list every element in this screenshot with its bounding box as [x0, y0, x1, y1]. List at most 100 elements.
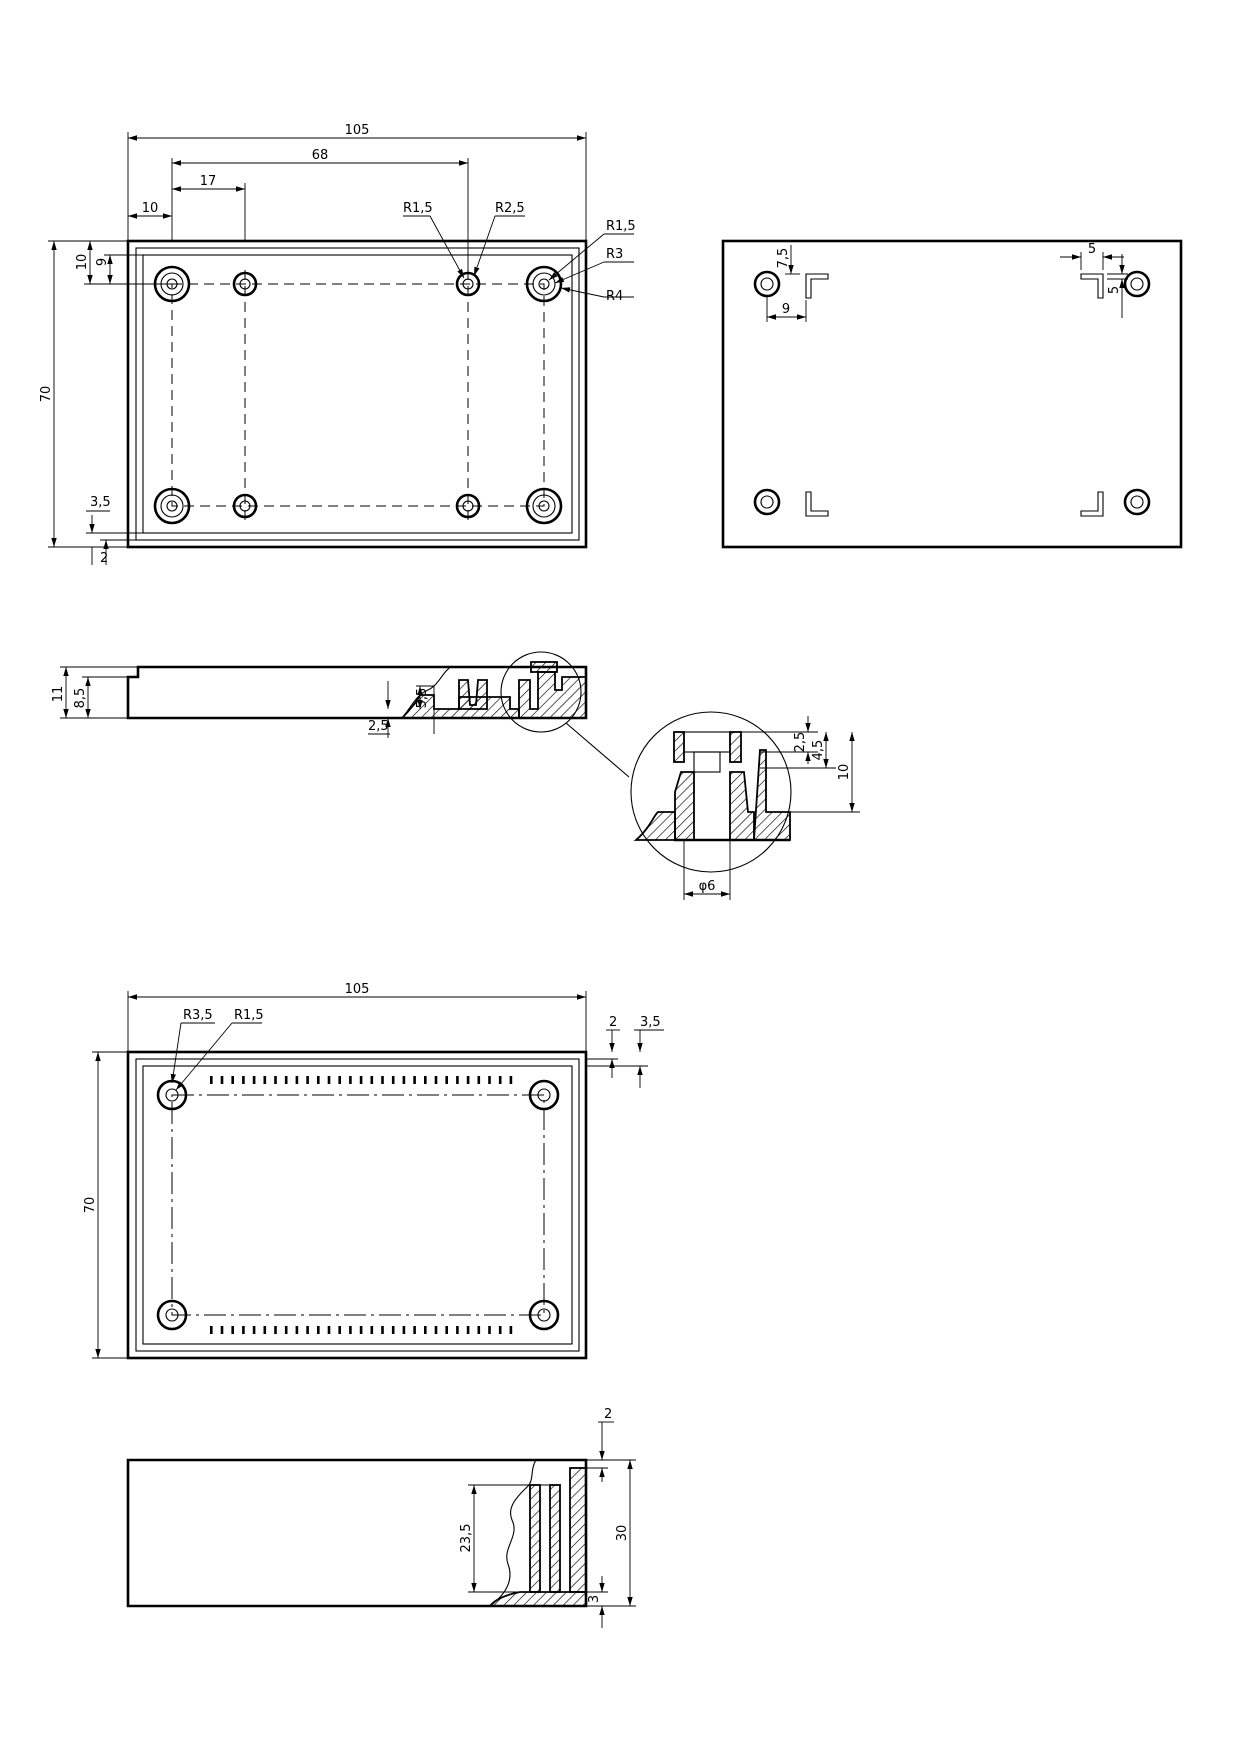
- vent-slot: [466, 1076, 470, 1084]
- corner-rib: [805, 273, 829, 299]
- vent-slot: [434, 1076, 438, 1084]
- inner-boss: [232, 493, 258, 519]
- label-r15: R1,5: [234, 1008, 264, 1023]
- base-side-section: 23,5 2 30 3: [126, 1407, 636, 1628]
- vent-slot: [359, 1076, 363, 1084]
- dim-d45: 4,5: [811, 740, 826, 761]
- dim-5-b: 5: [1107, 286, 1122, 294]
- dim-h85: 8,5: [73, 688, 88, 709]
- corner-boss: [153, 487, 191, 525]
- dim-h11: 11: [51, 686, 66, 703]
- vent-slot: [327, 1076, 331, 1084]
- vent-slot: [327, 1326, 331, 1334]
- label-r-corner-mid: R3: [606, 247, 623, 262]
- vent-slot: [317, 1076, 320, 1084]
- vent-slot: [498, 1326, 502, 1334]
- vent-slot: [509, 1076, 513, 1084]
- vent-slot: [220, 1326, 224, 1334]
- dim-width: 70: [39, 386, 54, 403]
- dim-9: 9: [782, 302, 790, 317]
- top-view-lid: 105 68 17 10 R1,5 R2,5 R1,5 R3 R4 70 1: [39, 123, 636, 566]
- vent-slot: [477, 1326, 481, 1334]
- vent-slot: [359, 1326, 363, 1334]
- corner-boss: [528, 1079, 560, 1111]
- corner-rib: [1080, 491, 1104, 517]
- dim-w2: 2: [609, 1015, 617, 1030]
- vent-slot: [210, 1076, 213, 1084]
- corner-boss: [156, 1299, 188, 1331]
- vent-slots-bottom: [210, 1326, 513, 1334]
- vent-slot: [242, 1076, 245, 1084]
- dim-h25: 2,5: [368, 719, 389, 734]
- vent-slot: [263, 1326, 267, 1334]
- base-top-view: 105 R3,5 R1,5 2 3,5 70: [83, 982, 664, 1360]
- dim-t2: 2: [604, 1407, 612, 1422]
- dim-base-length: 105: [345, 982, 370, 997]
- vent-slot: [349, 1076, 352, 1084]
- corner-rib: [1080, 273, 1104, 299]
- vent-slot: [263, 1076, 267, 1084]
- corner-rib: [805, 491, 829, 517]
- label-r-corner-large: R4: [606, 289, 623, 304]
- vent-slot: [445, 1326, 448, 1334]
- vent-slot: [242, 1326, 245, 1334]
- vent-slot: [413, 1326, 416, 1334]
- vent-slot: [274, 1326, 277, 1334]
- vent-slot: [370, 1326, 374, 1334]
- vent-slot: [252, 1326, 256, 1334]
- inner-boss: [455, 271, 481, 297]
- vent-slot: [306, 1326, 309, 1334]
- detail-view: 2,5 4,5 10 φ6: [630, 711, 860, 900]
- dim-boss-span: 68: [312, 148, 329, 163]
- label-r35: R3,5: [183, 1008, 213, 1023]
- dim-d25: 2,5: [793, 732, 808, 753]
- dim-t3: 3: [587, 1595, 602, 1603]
- corner-boss: [528, 1299, 560, 1331]
- label-r-boss: R2,5: [495, 201, 525, 216]
- dim-5-a: 5: [1088, 242, 1096, 257]
- detail-callout-circle: [500, 651, 582, 733]
- vent-slot: [381, 1326, 384, 1334]
- dim-wall-2: 2: [100, 551, 108, 566]
- vent-slot: [413, 1076, 416, 1084]
- vent-slot: [391, 1076, 395, 1084]
- dim-h235: 23,5: [459, 1524, 474, 1553]
- label-r-corner-small: R1,5: [606, 219, 636, 234]
- dim-boss-offset: 17: [200, 174, 217, 189]
- dim-off-9: 9: [95, 258, 110, 266]
- vent-slot: [370, 1076, 374, 1084]
- vent-slot: [349, 1326, 352, 1334]
- vent-slot: [284, 1326, 288, 1334]
- vent-slot: [498, 1076, 502, 1084]
- dim-h55: 5,5: [415, 688, 430, 709]
- vent-slot: [284, 1076, 288, 1084]
- corner-boss: [753, 488, 781, 516]
- corner-boss: [525, 265, 563, 303]
- vent-slot: [210, 1326, 213, 1334]
- vent-slot: [231, 1326, 234, 1334]
- vent-slot: [402, 1076, 406, 1084]
- vent-slot: [445, 1076, 448, 1084]
- inner-boss: [232, 271, 258, 297]
- corner-boss: [525, 487, 563, 525]
- vent-slot: [466, 1326, 470, 1334]
- vent-slot: [424, 1076, 427, 1084]
- vent-slot: [402, 1326, 406, 1334]
- vent-slot: [295, 1076, 299, 1084]
- bottom-view-lid: 7,5 9 5 5: [721, 239, 1183, 549]
- dim-d10: 10: [837, 764, 852, 781]
- inner-boss: [455, 493, 481, 519]
- vent-slot: [509, 1326, 513, 1334]
- vent-slot: [488, 1326, 491, 1334]
- vent-slot: [338, 1326, 341, 1334]
- corner-boss: [753, 270, 781, 298]
- vent-slots-top: [210, 1076, 513, 1084]
- vent-slot: [477, 1076, 481, 1084]
- vent-slot: [391, 1326, 395, 1334]
- dim-dia6: φ6: [699, 879, 716, 894]
- dim-7-5: 7,5: [776, 248, 791, 269]
- vent-slot: [488, 1076, 491, 1084]
- vent-slot: [434, 1326, 438, 1334]
- corner-boss: [1123, 270, 1151, 298]
